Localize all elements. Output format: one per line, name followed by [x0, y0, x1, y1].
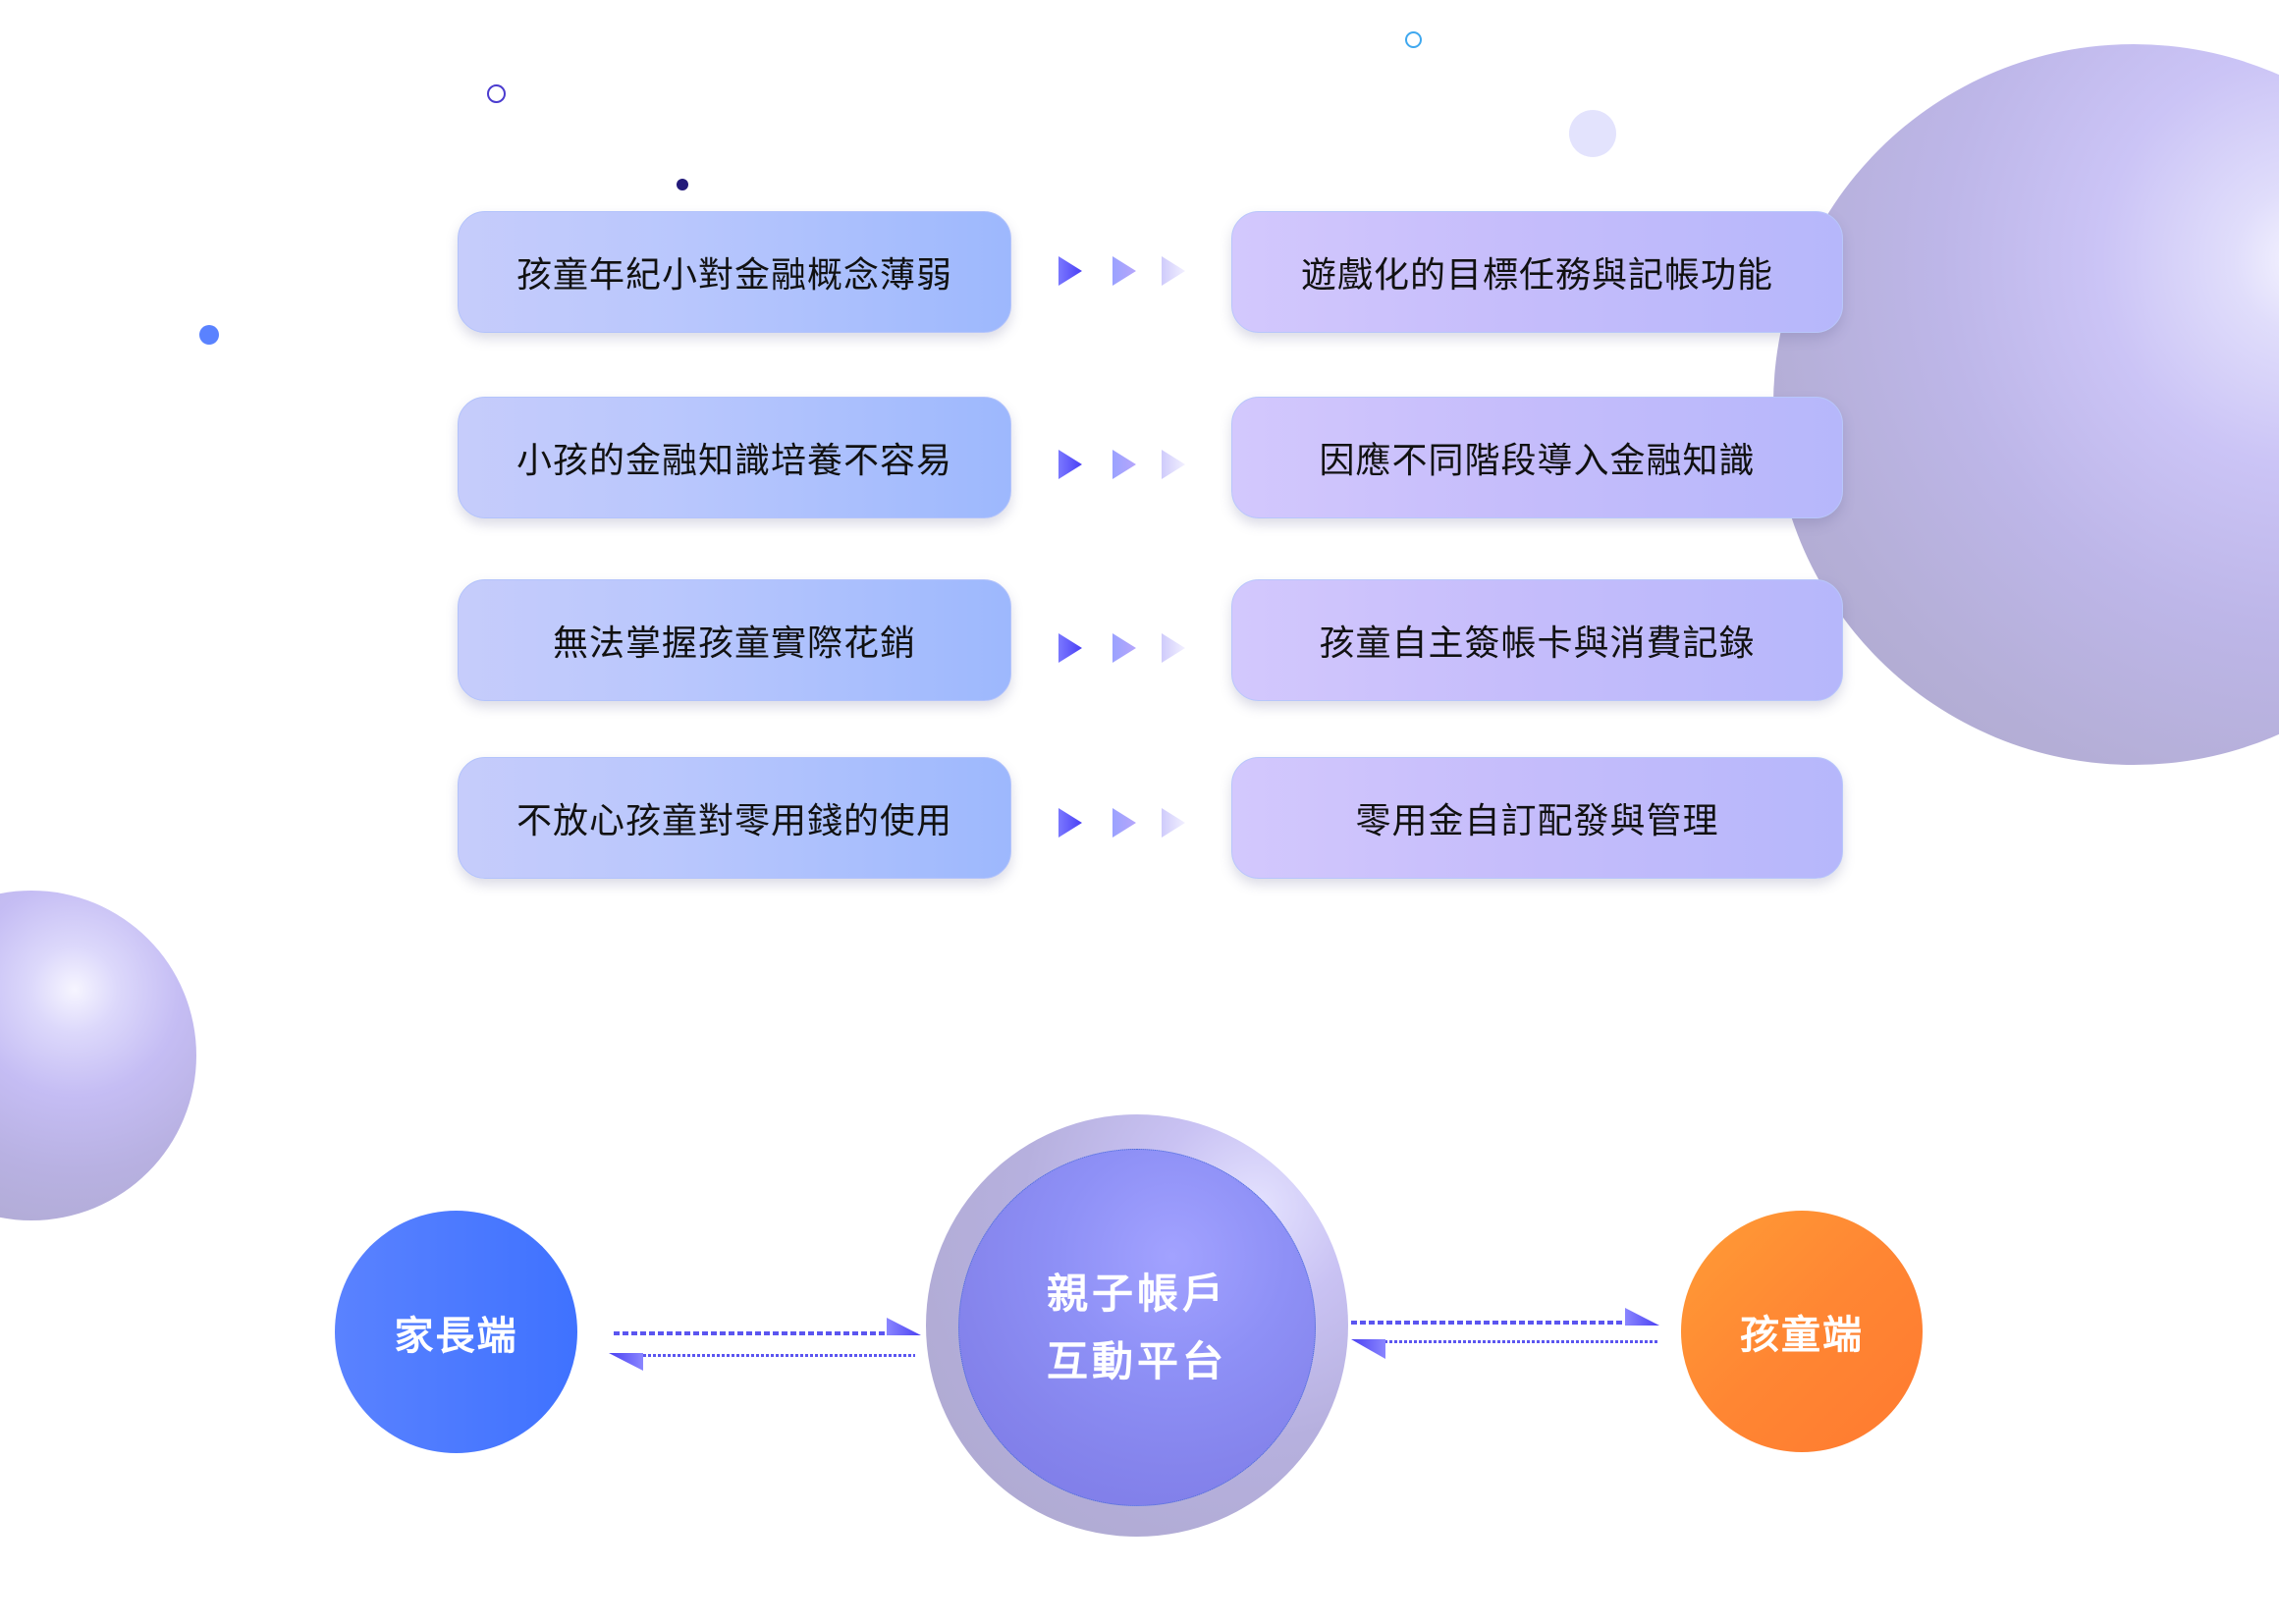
problem-card: 無法掌握孩童實際花銷: [458, 579, 1011, 701]
problem-text: 小孩的金融知識培養不容易: [515, 441, 952, 481]
solution-text: 孩童自主簽帳卡與消費記錄: [1319, 623, 1756, 664]
play-arrow-icon: [1112, 450, 1136, 479]
arrowhead-left-icon: [609, 1353, 643, 1371]
decorative-ring-cyan: [1405, 31, 1422, 48]
play-arrow-icon: [1162, 450, 1185, 479]
hub-node: 親子帳戶 互動平台: [958, 1149, 1316, 1506]
connector-line-to-child: [1351, 1321, 1625, 1325]
decorative-dot-navy: [677, 179, 688, 190]
decorative-dot-blue: [199, 325, 219, 345]
solution-card: 孩童自主簽帳卡與消費記錄: [1231, 579, 1843, 701]
connector-line-to-parent: [643, 1354, 915, 1357]
solution-text: 遊戲化的目標任務與記帳功能: [1300, 255, 1773, 296]
problem-card: 小孩的金融知識培養不容易: [458, 397, 1011, 518]
play-arrow-icon: [1162, 808, 1185, 838]
solution-card: 零用金自訂配發與管理: [1231, 757, 1843, 879]
solution-text: 零用金自訂配發與管理: [1355, 801, 1719, 841]
problem-text: 不放心孩童對零用錢的使用: [515, 801, 952, 841]
decorative-dot-lavender: [1569, 110, 1616, 157]
decorative-ring-purple: [487, 84, 506, 103]
arrowhead-left-icon: [1351, 1339, 1385, 1359]
problem-text: 孩童年紀小對金融概念薄弱: [515, 255, 952, 296]
play-arrow-icon: [1112, 633, 1136, 663]
hub-label-line1: 親子帳戶: [1046, 1270, 1227, 1318]
play-arrow-icon: [1058, 633, 1082, 663]
child-node-label: 孩童端: [1740, 1313, 1864, 1358]
arrowhead-right-icon: [887, 1318, 921, 1335]
problem-text: 無法掌握孩童實際花銷: [552, 623, 916, 664]
play-arrow-icon: [1112, 808, 1136, 838]
play-arrow-icon: [1162, 633, 1185, 663]
play-arrow-icon: [1058, 256, 1082, 286]
arrowhead-right-icon: [1625, 1308, 1659, 1326]
decorative-sphere-small: [0, 891, 196, 1220]
play-arrow-icon: [1162, 256, 1185, 286]
connector-line-to-hub: [614, 1331, 887, 1335]
decorative-sphere-large: [1773, 44, 2279, 765]
hub-label-line2: 互動平台: [1046, 1337, 1227, 1385]
problem-card: 孩童年紀小對金融概念薄弱: [458, 211, 1011, 333]
solution-card: 因應不同階段導入金融知識: [1231, 397, 1843, 518]
play-arrow-icon: [1058, 808, 1082, 838]
problem-card: 不放心孩童對零用錢的使用: [458, 757, 1011, 879]
play-arrow-icon: [1112, 256, 1136, 286]
solution-text: 因應不同階段導入金融知識: [1319, 441, 1756, 481]
child-node: 孩童端: [1681, 1211, 1923, 1452]
parent-node-label: 家長端: [394, 1313, 518, 1359]
solution-card: 遊戲化的目標任務與記帳功能: [1231, 211, 1843, 333]
play-arrow-icon: [1058, 450, 1082, 479]
connector-line-to-hub: [1384, 1340, 1659, 1343]
parent-node: 家長端: [335, 1211, 577, 1453]
